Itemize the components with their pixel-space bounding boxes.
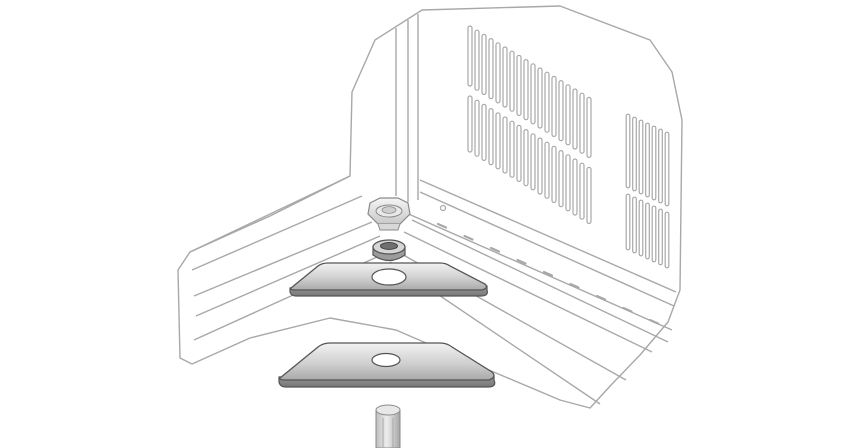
rail-hole <box>489 246 501 253</box>
vent-slot <box>579 162 585 220</box>
vent-slot <box>651 205 657 263</box>
vent-slot <box>658 128 663 204</box>
vent-slot <box>474 29 480 91</box>
mounting-peg <box>375 404 401 448</box>
vent-slot <box>516 54 522 116</box>
vent-slot <box>495 112 501 170</box>
vent-slot <box>638 199 644 257</box>
vent-slot <box>645 202 650 260</box>
rail-hole <box>542 270 554 277</box>
vent-slot <box>632 196 637 254</box>
vent-slot <box>572 158 578 216</box>
rail-hole <box>463 234 474 241</box>
leveling-foot <box>367 197 411 231</box>
vent-slot <box>551 145 557 203</box>
vent-slot <box>474 99 480 157</box>
vent-slot <box>516 124 522 182</box>
vent-slot <box>558 150 564 208</box>
vent-slot <box>523 59 529 121</box>
vent-slot <box>488 38 494 100</box>
vent-slot <box>467 95 473 153</box>
upper-spacer-plate <box>289 262 488 297</box>
vent-slot <box>481 33 487 95</box>
vent-slot <box>523 129 529 187</box>
vent-slot <box>495 42 501 104</box>
grommet-bushing <box>372 239 406 262</box>
vent-slot <box>664 211 670 269</box>
rail-hole <box>569 282 580 289</box>
vent-slot <box>572 88 578 150</box>
lower-spacer-plate <box>278 342 496 388</box>
vent-slot <box>558 80 564 142</box>
ventilation-slots <box>467 25 670 269</box>
vent-slot <box>586 166 592 224</box>
vent-slot <box>638 119 644 195</box>
vent-slot <box>467 25 473 87</box>
rail-hole <box>648 318 660 325</box>
vent-slot <box>664 131 670 207</box>
vent-slot <box>551 75 557 137</box>
rail-hole <box>436 222 448 229</box>
vent-slot <box>537 137 543 195</box>
vent-slot <box>537 67 543 129</box>
vent-slot <box>488 108 494 166</box>
vent-slot <box>502 116 508 174</box>
vent-slot <box>509 50 515 112</box>
vent-slot <box>632 116 637 192</box>
vent-slot <box>481 103 487 161</box>
vent-slot <box>625 193 631 251</box>
vent-slot <box>509 120 515 178</box>
vent-slot <box>530 133 536 191</box>
vent-slot <box>651 125 657 201</box>
rail-hole <box>595 294 607 301</box>
vent-slot <box>658 208 663 266</box>
vent-slot <box>625 113 631 189</box>
vent-slot <box>530 63 536 125</box>
rail-hole <box>516 258 527 265</box>
mounting-rail <box>436 204 660 325</box>
vent-slot <box>502 46 508 108</box>
vent-slot <box>565 84 571 146</box>
rail-hole <box>622 306 633 313</box>
vent-slot <box>565 154 571 212</box>
vent-slot <box>645 122 650 198</box>
rail-screw <box>439 204 447 212</box>
vent-slot <box>544 141 550 199</box>
vent-slot <box>586 96 592 158</box>
vent-slot <box>544 71 550 133</box>
vent-slot <box>579 92 585 154</box>
